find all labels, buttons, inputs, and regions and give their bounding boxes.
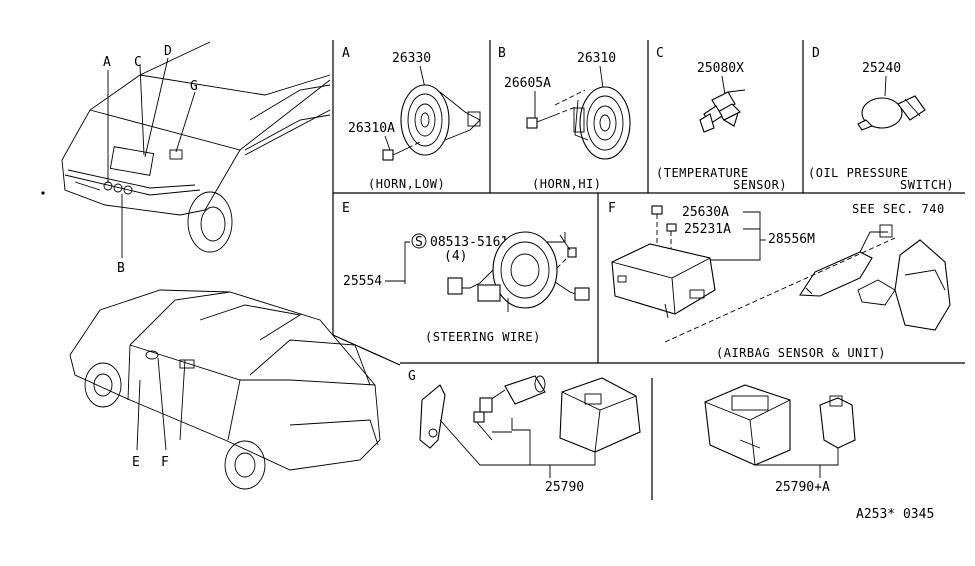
panel-g-letter: G	[408, 369, 416, 384]
panel-b-letter: B	[498, 46, 506, 61]
part-25240: 25240	[862, 61, 901, 76]
callout-a: A	[103, 55, 111, 70]
panel-d: D 25240 (OIL PRESSURE SWITCH)	[808, 46, 954, 192]
bolt-icon	[382, 141, 421, 161]
part-25080x: 25080X	[697, 61, 744, 76]
rear-car-illustration	[69, 289, 381, 490]
callout-d: D	[164, 44, 172, 59]
diagram-code: A253* 0345	[856, 507, 934, 522]
sensor-unit-icon	[819, 395, 856, 449]
screw-icon	[554, 234, 577, 271]
panel-e: E S 08513-51612 (4) 25554 (STEERING WIRE…	[342, 201, 590, 344]
horn-low-icon	[400, 84, 481, 156]
bolt-symbol: S	[415, 235, 423, 250]
part-25790: 25790	[545, 480, 584, 495]
callout-g: G	[190, 79, 198, 94]
oil-pressure-switch-icon	[857, 95, 926, 131]
panel-d-letter: D	[812, 46, 820, 61]
panel-grid	[332, 40, 965, 500]
sensor-cylinder-icon	[473, 375, 546, 441]
part-25790a: 25790+A	[775, 480, 830, 495]
callout-f: F	[161, 455, 169, 470]
bracket-icon	[419, 384, 446, 449]
ecu-module-icon	[704, 384, 791, 466]
panel-a: A 26330 26310A (HORN,LOW)	[342, 46, 481, 191]
control-module-icon	[559, 377, 641, 453]
callout-e: E	[132, 455, 140, 470]
panel-d-caption-line2: SWITCH)	[900, 178, 954, 192]
temperature-sensor-icon	[699, 89, 746, 133]
panel-b: B 26310 26605A (HORN,HI)	[498, 46, 631, 191]
part-26310a: 26310A	[348, 121, 395, 136]
panel-c-caption-line2: SENSOR)	[733, 178, 787, 192]
bracket-icon	[857, 239, 951, 331]
bolt-quantity: (4)	[444, 249, 467, 264]
panel-b-caption: (HORN,HI)	[532, 177, 602, 191]
panel-g: G 25790	[408, 369, 856, 495]
part-25554: 25554	[343, 274, 382, 289]
part-26310: 26310	[577, 51, 616, 66]
part-08513-51612: 08513-51612	[430, 235, 516, 250]
panel-f-letter: F	[608, 201, 616, 216]
panel-f-caption: (AIRBAG SENSOR & UNIT)	[716, 346, 886, 360]
stray-dot	[41, 191, 45, 195]
see-section-note: SEE SEC. 740	[852, 202, 945, 216]
part-26330: 26330	[392, 51, 431, 66]
panel-e-letter: E	[342, 201, 350, 216]
panel-f: F 25630A 25231A 28556M SEE SEC. 740	[608, 201, 951, 360]
airbag-sensor-icon	[799, 224, 893, 297]
airbag-unit-icon	[611, 243, 716, 319]
screw-icon	[526, 89, 586, 129]
callout-c: C	[134, 55, 142, 70]
bolt-icon	[651, 205, 677, 254]
horn-high-icon	[573, 86, 631, 160]
panel-a-letter: A	[342, 46, 350, 61]
steering-wire-icon	[447, 231, 590, 312]
part-25630a: 25630A	[682, 205, 729, 220]
panel-a-caption: (HORN,LOW)	[368, 177, 445, 191]
front-car-illustration	[61, 41, 331, 258]
panel-c: C 25080X (TEMPERATURE SENSOR)	[656, 46, 787, 192]
part-28556m: 28556M	[768, 232, 815, 247]
panel-c-letter: C	[656, 46, 664, 61]
panel-e-caption: (STEERING WIRE)	[425, 330, 541, 344]
part-25231a: 25231A	[684, 222, 731, 237]
callout-b: B	[117, 261, 125, 276]
panel-d-caption-line1: (OIL PRESSURE	[808, 166, 908, 180]
part-26605a: 26605A	[504, 76, 551, 91]
panel-c-caption-line1: (TEMPERATURE	[656, 166, 749, 180]
standard-part-circle	[411, 233, 427, 249]
